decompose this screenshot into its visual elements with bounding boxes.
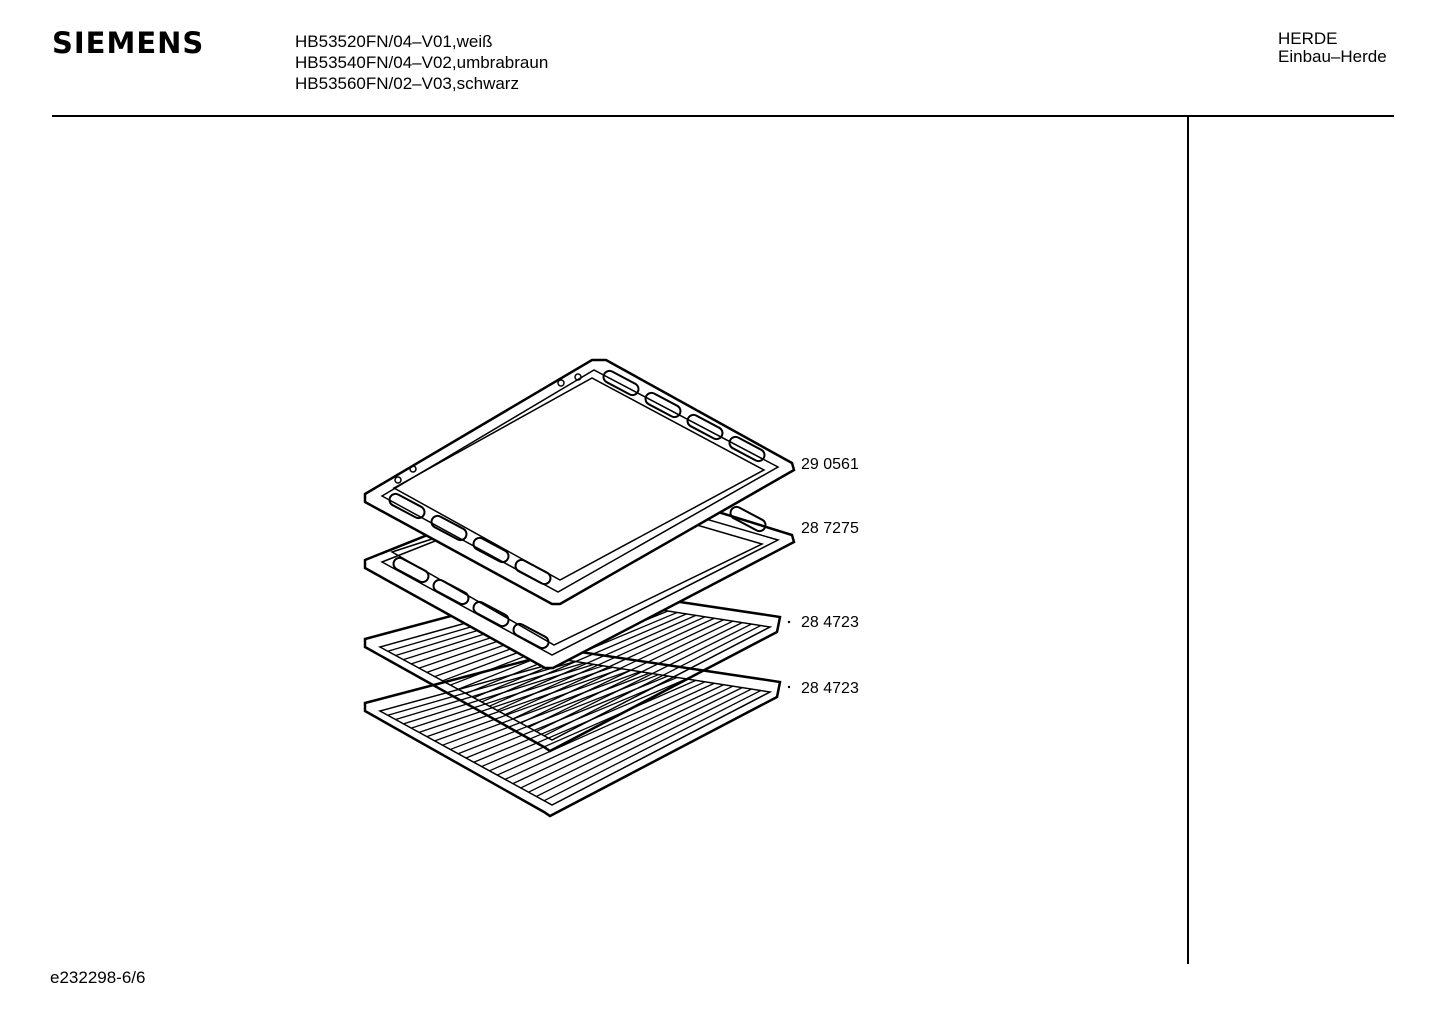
header-divider xyxy=(52,115,1394,117)
rack-wire xyxy=(512,684,724,785)
siemens-logo: SIEMENS xyxy=(52,26,205,60)
rack-wire xyxy=(481,613,687,703)
rack-wire xyxy=(411,665,604,729)
oven-rack-lower xyxy=(363,648,782,818)
category-title: HERDE xyxy=(1278,29,1338,48)
rack-wire xyxy=(489,679,697,772)
part-label-tray-upper: 29 0561 xyxy=(801,456,859,473)
rack-wire xyxy=(442,671,641,746)
rack-wire xyxy=(426,668,622,738)
rack-wire xyxy=(387,660,576,716)
rack-wire xyxy=(536,688,752,798)
rack-wire xyxy=(497,681,706,776)
rack-wire xyxy=(520,620,734,724)
rack-wire xyxy=(536,623,752,733)
rack-wire xyxy=(543,624,762,737)
leader-dot-rack-upper xyxy=(787,620,791,624)
rack-wire xyxy=(528,622,743,728)
rack-wire xyxy=(418,666,613,733)
model-line-2: HB53540FN/04–V02,umbrabraun xyxy=(295,53,549,72)
rack-wire xyxy=(497,616,706,712)
part-label-rack-upper: 28 4723 xyxy=(801,614,859,631)
part-label-rack-lower: 28 4723 xyxy=(801,680,859,697)
tray-lower-slots xyxy=(392,505,767,650)
rack-wire xyxy=(504,682,715,780)
rack-wire xyxy=(489,614,697,707)
category-block: HERDE Einbau–Herde xyxy=(1278,30,1387,66)
leader-dot-rack-lower xyxy=(787,685,791,689)
rack-wire xyxy=(543,689,762,802)
tray-upper-slots xyxy=(388,369,766,586)
rack-wire xyxy=(450,672,650,751)
model-list: HB53520FN/04–V01,weiß HB53540FN/04–V02,u… xyxy=(295,31,548,94)
rack-wire xyxy=(528,687,743,793)
rack-wire xyxy=(512,619,724,720)
category-subtitle: Einbau–Herde xyxy=(1278,47,1387,66)
model-line-1: HB53520FN/04–V01,weiß xyxy=(295,32,493,51)
document-id: e232298-6/6 xyxy=(50,968,146,987)
baking-tray-upper xyxy=(363,358,796,606)
model-line-3: HB53560FN/02–V03,schwarz xyxy=(295,74,519,93)
part-label-tray-lower: 28 7275 xyxy=(801,520,859,537)
rack-wire xyxy=(504,617,715,716)
margin-divider xyxy=(1187,115,1189,964)
rack-wire xyxy=(520,685,734,789)
rack-wire xyxy=(434,669,632,742)
